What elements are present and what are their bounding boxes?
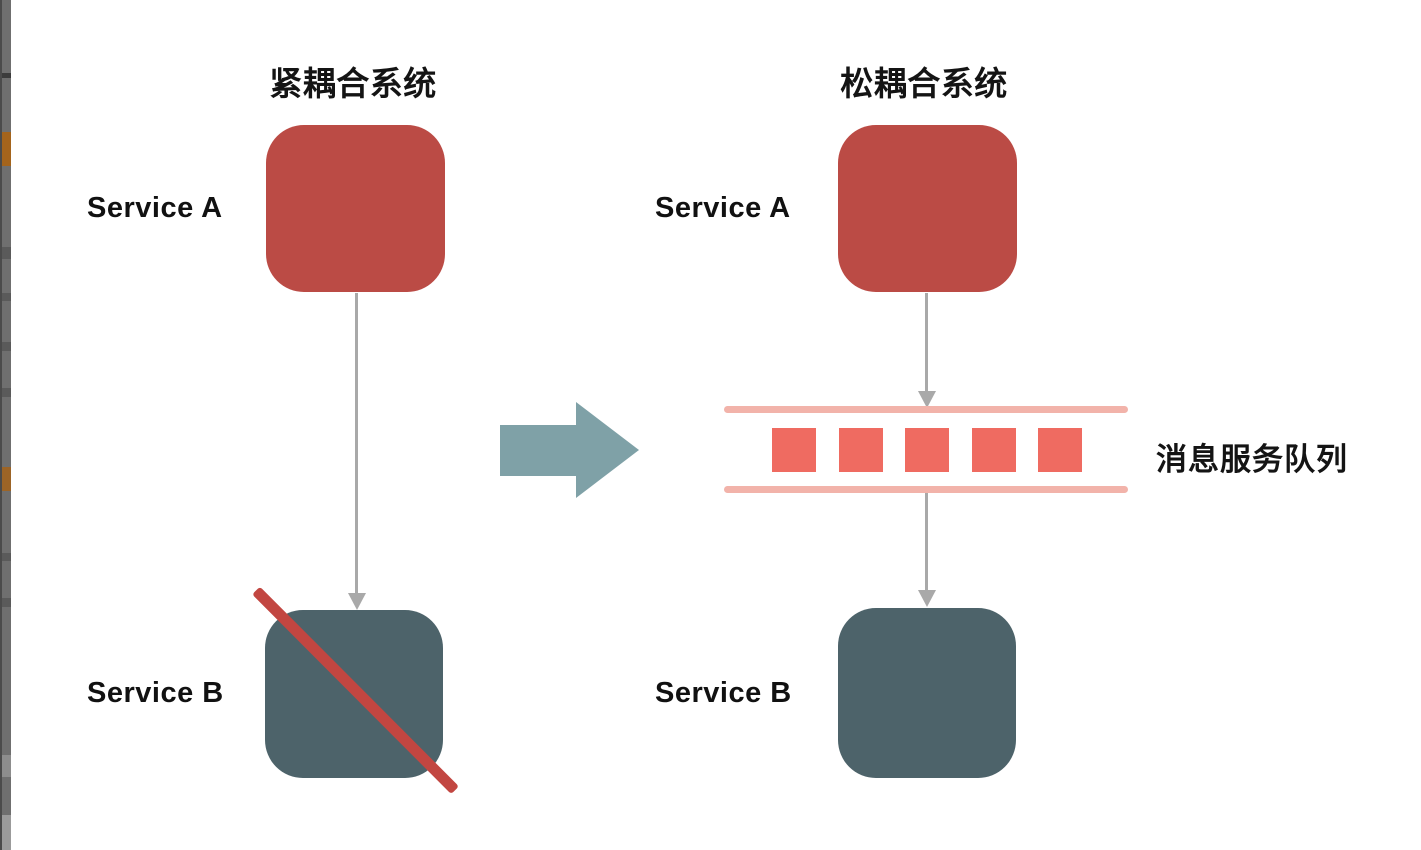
edge-strip-segment [2,132,11,166]
edge-strip-segment [2,755,11,777]
edge-strip-segment [2,467,11,491]
right-panel-title: 松耦合系统 [840,65,1008,102]
background-window-edge [0,0,11,850]
queue-item [971,428,1016,472]
edge-strip-segment [2,73,11,78]
queue-label: 消息服务队列 [1156,442,1348,477]
edge-strip-segment [2,388,11,397]
transform-arrowhead-icon [576,402,639,498]
right-service-a-label: Service A [655,192,791,224]
queue-rail-top [724,406,1128,413]
left-service-a-box [266,125,445,292]
left-connector-arrow [355,293,358,594]
edge-strip-segment [2,815,11,850]
queue-items [772,428,1082,472]
right-service-b-label: Service B [655,677,792,709]
right-connector-arrow-bottom [925,493,928,591]
right-service-b-box [838,608,1016,778]
left-panel-title: 紧耦合系统 [269,65,437,102]
left-service-a-label: Service A [87,192,223,224]
right-connector-arrow-top [925,293,928,392]
left-service-b-label: Service B [87,677,224,709]
right-connector-arrowhead-top-icon [918,391,936,408]
queue-item [772,428,816,472]
queue-rail-bottom [724,486,1128,493]
right-service-a-box [838,125,1017,292]
edge-strip-segment [2,553,11,561]
queue-item [1038,428,1082,472]
queue-item [905,428,949,472]
edge-strip-segment [2,293,11,301]
left-connector-arrowhead-icon [348,593,366,610]
right-connector-arrowhead-bottom-icon [918,590,936,607]
edge-strip-segment [2,598,11,607]
edge-strip-segment [2,247,11,259]
transform-arrow-icon [500,425,577,476]
edge-strip-segment [2,342,11,351]
queue-item [838,428,883,472]
